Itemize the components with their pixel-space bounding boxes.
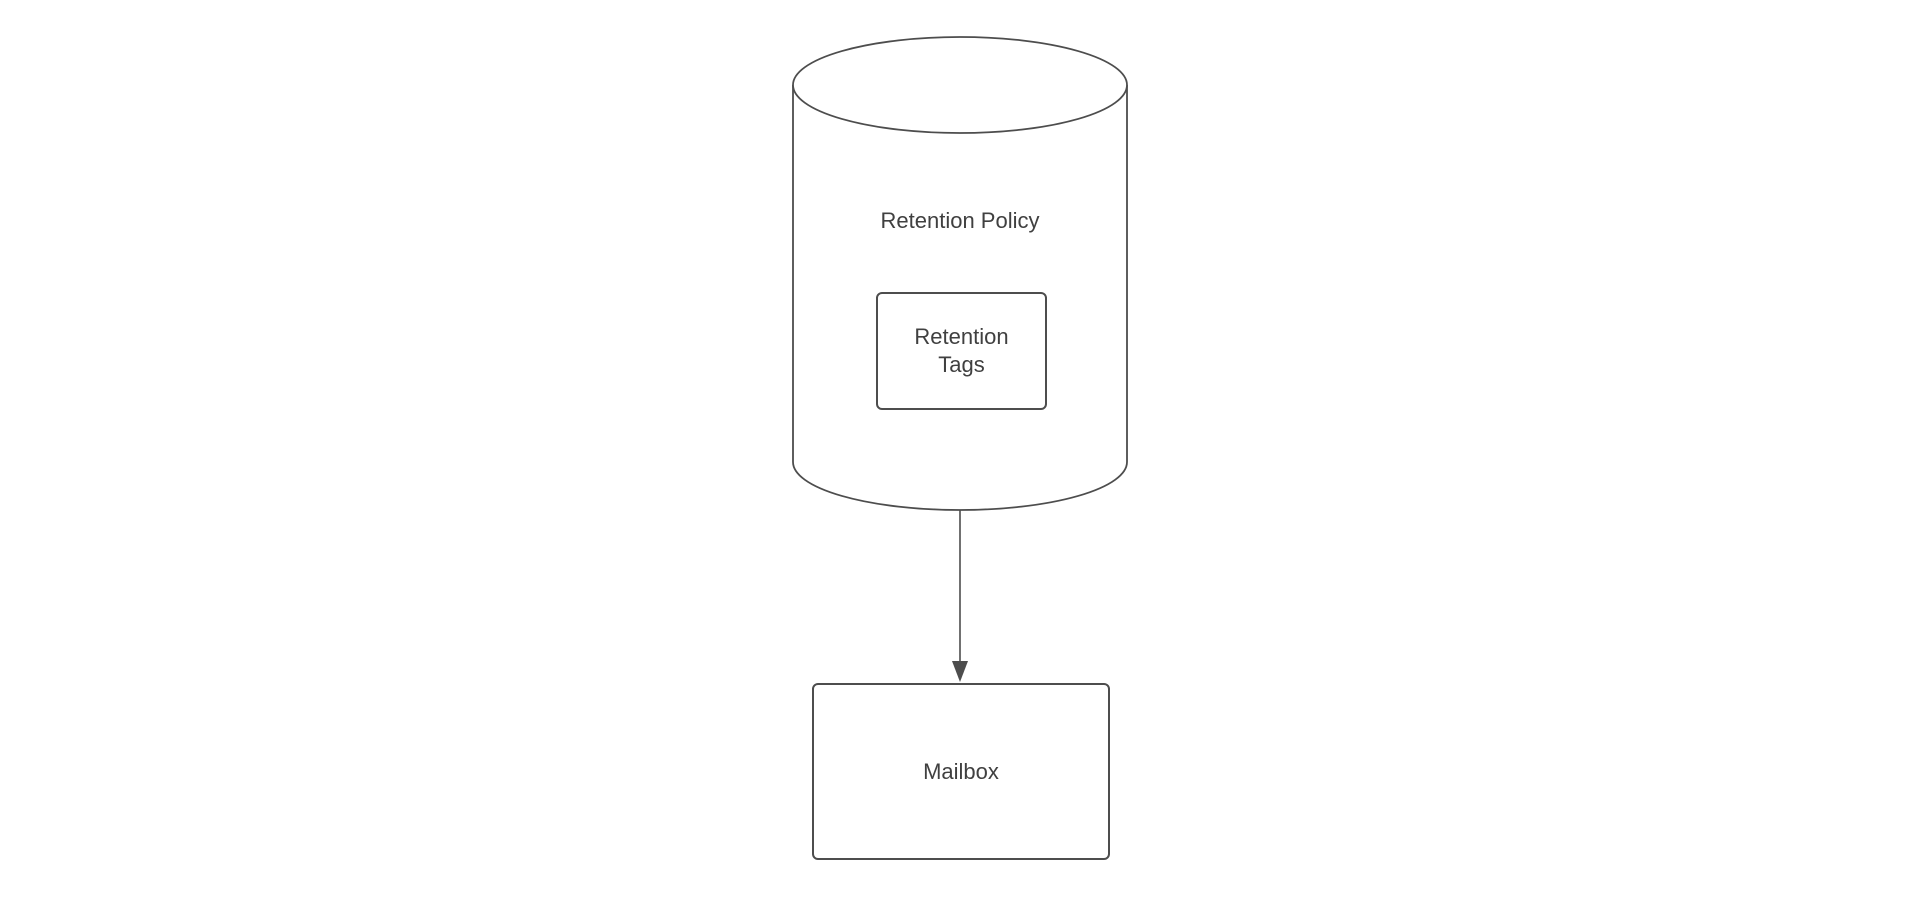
- retention-tags-label: Retention Tags: [914, 324, 1009, 377]
- mailbox-label: Mailbox: [923, 758, 999, 784]
- connector-arrow: [952, 510, 968, 682]
- retention-policy-label: Retention Policy: [880, 208, 1040, 233]
- mailbox-box: Mailbox: [812, 683, 1110, 860]
- arrowhead-icon: [952, 661, 968, 682]
- retention-tags-box: Retention Tags: [876, 292, 1047, 410]
- retention-policy-cylinder: [792, 36, 1128, 511]
